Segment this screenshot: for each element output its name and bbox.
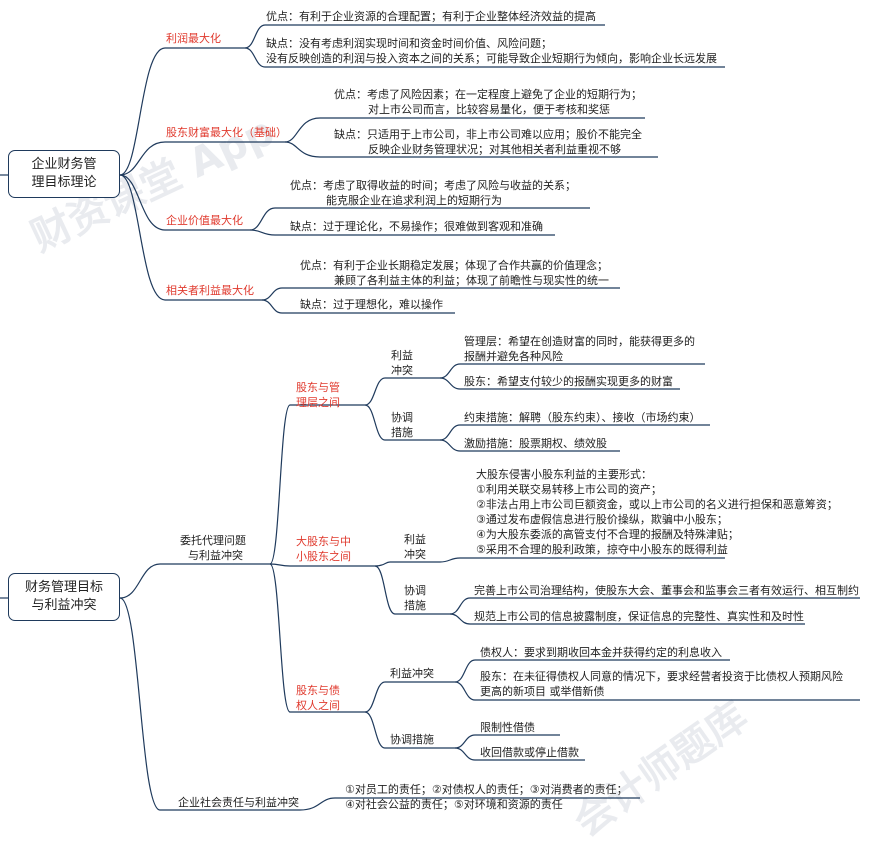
mgmt-coord-1[interactable]: 协调 bbox=[391, 411, 413, 424]
shareholder-pros-2: 对上市公司而言，比较容易量化，便于考核和奖惩 bbox=[368, 103, 610, 116]
stakeholder-cons: 缺点：过于理想化，难以操作 bbox=[300, 298, 443, 311]
creditor-c1: 债权人：要求到期收回本金并获得约定的利息收入 bbox=[480, 646, 722, 659]
mgmt-conflict-2[interactable]: 冲突 bbox=[391, 364, 413, 377]
shareholder-cons-2: 反映企业财务管理状况；对其他相关者利益重视不够 bbox=[368, 143, 621, 156]
value-pros-2: 能克服企业在追求利润上的短期行为 bbox=[326, 194, 502, 207]
value-pros-1: 优点：考虑了取得收益的时间；考虑了风险与收益的关系； bbox=[290, 179, 576, 192]
profit-pros: 优点：有利于企业资源的合理配置；有利于企业整体经济效益的提高 bbox=[266, 10, 596, 23]
shareholder-cons-1: 缺点：只适用于上市公司，非上市公司难以应用；股价不能完全 bbox=[334, 128, 642, 141]
root-node-target-conflict[interactable]: 财务管理目标 与利益冲突 bbox=[8, 573, 120, 621]
creditor-conflict[interactable]: 利益冲突 bbox=[390, 667, 434, 680]
agency-title-2[interactable]: 与利益冲突 bbox=[188, 549, 243, 562]
creditor-m2: 收回借款或停止借款 bbox=[480, 746, 579, 759]
agency-title-1[interactable]: 委托代理问题 bbox=[180, 534, 246, 547]
value-cons: 缺点：过于理论化，不易操作；很难做到客观和准确 bbox=[290, 220, 543, 233]
minority-coord-2[interactable]: 措施 bbox=[404, 599, 426, 612]
csr-title[interactable]: 企业社会责任与利益冲突 bbox=[178, 796, 299, 809]
minority-c-line-4: ④为大股东委派的高管支付不合理的报酬及特殊津贴； bbox=[476, 528, 739, 541]
profit-cons-2: 没有反映创造的利润与投入资本之间的关系；可能导致企业短期行为倾向，影响企业长远发… bbox=[266, 52, 717, 65]
mgmt-c1-2: 报酬并避免各种风险 bbox=[464, 350, 563, 363]
mgmt-m1: 约束措施：解聘（股东约束）、接收（市场约束） bbox=[464, 411, 701, 424]
minority-title-1[interactable]: 大股东与中 bbox=[296, 535, 351, 548]
shareholder-pros-1: 优点：考虑了风险因素；在一定程度上避免了企业的短期行为； bbox=[334, 88, 642, 101]
minority-m1: 完善上市公司治理结构，使股东大会、董事会和监事会三者有效运行、相互制约 bbox=[474, 584, 859, 597]
minority-c-line-3: ③通过发布虚假信息进行股价操纵，欺骗中小股东； bbox=[476, 513, 728, 526]
minority-m2: 规范上市公司的信息披露制度，保证信息的完整性、真实性和及时性 bbox=[474, 610, 804, 623]
creditor-c2-1: 股东：在未征得债权人同意的情况下，要求经营者投资于比债权人预期风险 bbox=[480, 670, 843, 683]
root2-label-line1: 财务管理目标 bbox=[24, 580, 103, 595]
minority-coord-1[interactable]: 协调 bbox=[404, 584, 426, 597]
profit-cons-1: 缺点：没有考虑利润实现时间和资金时间价值、风险问题； bbox=[266, 37, 552, 50]
enterprise-value-title[interactable]: 企业价值最大化 bbox=[166, 214, 243, 227]
mgmt-title-1[interactable]: 股东与管 bbox=[296, 381, 340, 394]
creditor-title-2[interactable]: 权人之间 bbox=[296, 699, 340, 712]
minority-conflict-2[interactable]: 冲突 bbox=[404, 548, 426, 561]
root-label-line1: 企业财务管 bbox=[31, 157, 97, 172]
stakeholder-pros-1: 优点：有利于企业长期稳定发展；体现了合作共赢的价值理念； bbox=[300, 259, 608, 272]
root-node-target-theory[interactable]: 企业财务管 理目标理论 bbox=[8, 150, 120, 198]
stakeholder-title[interactable]: 相关者利益最大化 bbox=[166, 284, 254, 297]
minority-conflict-1[interactable]: 利益 bbox=[404, 533, 426, 546]
connector-lines bbox=[0, 24, 860, 811]
creditor-coord[interactable]: 协调措施 bbox=[390, 733, 434, 746]
minority-c-line-0: 大股东侵害小股东利益的主要形式： bbox=[476, 468, 652, 481]
shareholder-wealth-title[interactable]: 股东财富最大化（基础） bbox=[166, 126, 287, 139]
mgmt-title-2[interactable]: 理层之间 bbox=[296, 396, 340, 409]
minority-c-line-2: ②非法占用上市公司巨额资金，或以上市公司的名义进行担保和恶意筹资； bbox=[476, 498, 838, 511]
mgmt-coord-2[interactable]: 措施 bbox=[391, 426, 413, 439]
root2-label-line2: 与利益冲突 bbox=[31, 598, 97, 613]
mgmt-c2: 股东：希望支付较少的报酬实现更多的财富 bbox=[464, 375, 673, 388]
minority-c-line-1: ①利用关联交易转移上市公司的资产； bbox=[476, 483, 662, 496]
csr-items-2: ④对社会公益的责任；⑤对环境和资源的责任 bbox=[345, 798, 563, 811]
csr-items-1: ①对员工的责任；②对债权人的责任；③对消费者的责任； bbox=[345, 783, 628, 796]
root-label-line2: 理目标理论 bbox=[31, 175, 97, 190]
mgmt-conflict-1[interactable]: 利益 bbox=[391, 349, 413, 362]
mgmt-m2: 激励措施：股票期权、绩效股 bbox=[464, 437, 607, 450]
mgmt-c1-1: 管理层：希望在创造财富的同时，能获得更多的 bbox=[464, 335, 695, 348]
creditor-m1: 限制性借债 bbox=[480, 721, 535, 734]
stakeholder-pros-2: 兼顾了各利益主体的利益；体现了前瞻性与现实性的统一 bbox=[334, 274, 609, 287]
creditor-title-1[interactable]: 股东与债 bbox=[296, 684, 340, 697]
minority-title-2[interactable]: 小股东之间 bbox=[296, 550, 351, 563]
profit-max-title[interactable]: 利润最大化 bbox=[166, 32, 221, 45]
minority-c-line-5: ⑤采用不合理的股利政策，掠夺中小股东的既得利益 bbox=[476, 543, 728, 556]
creditor-c2-2: 更高的新项目 或举借新债 bbox=[480, 685, 605, 698]
